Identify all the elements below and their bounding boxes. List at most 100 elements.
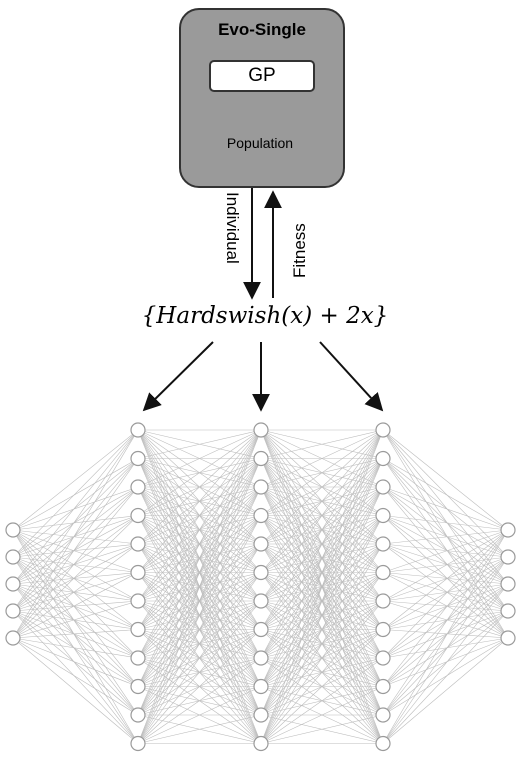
network-edge	[12, 610, 139, 716]
network-edge	[12, 543, 139, 558]
network-edge	[12, 429, 139, 558]
network-edge	[382, 572, 509, 585]
network-edge	[260, 515, 384, 744]
network-edge	[137, 429, 262, 687]
network-edge	[12, 529, 139, 630]
network-edge	[12, 556, 139, 687]
network-edge	[12, 515, 139, 558]
network-edge	[12, 637, 139, 716]
network-edge	[382, 583, 509, 630]
neuron-layer-3	[253, 450, 269, 467]
network-edge	[260, 686, 384, 744]
network-edge	[137, 543, 262, 744]
network-edge	[382, 529, 509, 630]
gp-box: GP	[209, 60, 315, 92]
network-edge	[12, 515, 139, 639]
network-edge	[12, 429, 139, 612]
network-edge	[382, 529, 509, 602]
neuron-layer-4	[375, 422, 391, 438]
network-edge	[137, 429, 262, 716]
network-edge	[382, 543, 509, 558]
network-edge	[382, 637, 509, 716]
network-edge	[382, 486, 509, 558]
network-edge	[12, 637, 139, 659]
network-edge	[260, 429, 384, 545]
network-edge	[12, 486, 139, 612]
network-edge	[382, 629, 509, 639]
network-edge	[382, 515, 509, 558]
network-edge	[260, 429, 384, 573]
network-edge	[12, 583, 139, 716]
network-edge	[12, 529, 139, 659]
fitness-label: Fitness	[290, 223, 309, 278]
network-edge	[382, 486, 509, 639]
neuron-layer-3	[253, 707, 269, 723]
network-edge	[137, 429, 262, 459]
network-edge	[137, 429, 262, 516]
network-edge	[137, 429, 262, 630]
network-edge	[12, 515, 139, 585]
network-edge	[382, 515, 509, 531]
network-edge	[260, 429, 384, 488]
network-edge	[12, 529, 139, 545]
neuron-layer-2	[130, 422, 146, 438]
network-edge	[260, 629, 384, 744]
network-edge	[382, 610, 509, 716]
network-edge	[137, 600, 262, 744]
network-edge	[12, 458, 139, 612]
network-edge	[12, 486, 139, 531]
neuron-layer-3	[253, 621, 269, 638]
neuron-layer-2	[130, 479, 146, 495]
network-edge	[12, 583, 139, 630]
individual-label: Individual	[223, 192, 242, 264]
neuron-layer-1	[5, 576, 21, 592]
neuron-layer-2	[130, 621, 146, 638]
network-edge	[12, 556, 139, 716]
neuron-layer-1	[5, 522, 21, 538]
network-edge	[382, 583, 509, 602]
network-edge	[12, 458, 139, 531]
network-edge	[382, 583, 509, 659]
neuron-layer-4	[375, 564, 391, 581]
neuron-layer-2	[130, 507, 146, 524]
network-edge	[382, 600, 509, 612]
neuron-layer-3	[253, 564, 269, 581]
network-edge	[382, 486, 509, 585]
network-connections	[12, 429, 509, 744]
formula-to-layer-2-arrow	[142, 341, 214, 412]
network-edge	[382, 429, 509, 612]
network-edge	[260, 429, 384, 630]
network-edge	[12, 572, 139, 585]
network-edge	[12, 529, 139, 716]
network-edge	[382, 529, 509, 687]
neuron-layer-3	[253, 422, 269, 438]
neuron-layer-3	[253, 536, 269, 552]
network-edge	[382, 572, 509, 639]
network-edge	[12, 529, 139, 744]
network-edge	[260, 429, 384, 516]
network-edge	[382, 610, 509, 659]
network-edge	[12, 583, 139, 744]
network-edge	[137, 429, 262, 602]
network-edge	[382, 556, 509, 630]
network-edge	[12, 543, 139, 639]
network-edge	[382, 610, 509, 687]
network-edge	[137, 429, 262, 744]
network-edge	[12, 543, 139, 612]
neuron-layer-4	[375, 507, 391, 524]
network-edge	[12, 429, 139, 531]
network-edge	[12, 515, 139, 612]
network-edge	[382, 486, 509, 531]
network-edge	[12, 600, 139, 612]
neuron-layer-3	[253, 650, 269, 666]
network-edge	[382, 429, 509, 531]
neuron-layer-5	[500, 549, 516, 565]
network-edge	[12, 529, 139, 573]
network-edge	[260, 429, 384, 716]
network-edge	[260, 429, 384, 602]
network-edge	[382, 515, 509, 585]
evo-single-box: Evo-Single GP	[179, 8, 345, 188]
network-edge	[12, 556, 139, 573]
network-edge	[382, 610, 509, 630]
